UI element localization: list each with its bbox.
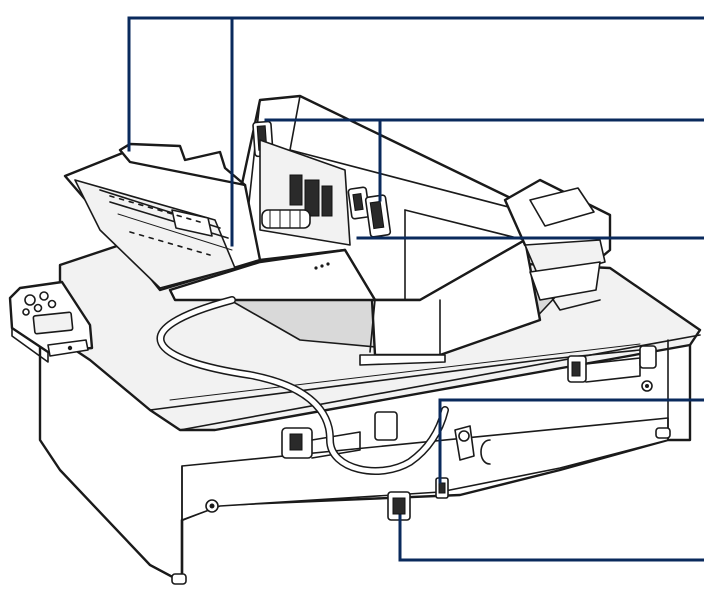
foot-right bbox=[655, 427, 671, 439]
callout-1 bbox=[127, 16, 704, 152]
paper-chute bbox=[63, 142, 377, 302]
callout-6 bbox=[398, 514, 704, 562]
operator-panel bbox=[8, 280, 94, 363]
paper-guide bbox=[171, 209, 213, 237]
panel-button-5 bbox=[22, 308, 30, 316]
callouts bbox=[127, 16, 704, 562]
hinge-left bbox=[281, 411, 398, 459]
cable bbox=[156, 296, 449, 475]
panel-button-4 bbox=[47, 299, 57, 309]
callout-3 bbox=[264, 118, 704, 202]
panel-button-2 bbox=[39, 291, 49, 301]
roller bbox=[261, 209, 311, 229]
adf-unit bbox=[228, 94, 612, 366]
foot-left bbox=[171, 573, 187, 585]
callout-5 bbox=[438, 398, 704, 484]
lcd-display bbox=[32, 311, 74, 335]
connectors bbox=[387, 425, 491, 521]
panel-button-3 bbox=[33, 303, 43, 313]
panel-button-1 bbox=[24, 294, 36, 306]
hinge-right bbox=[567, 345, 657, 383]
